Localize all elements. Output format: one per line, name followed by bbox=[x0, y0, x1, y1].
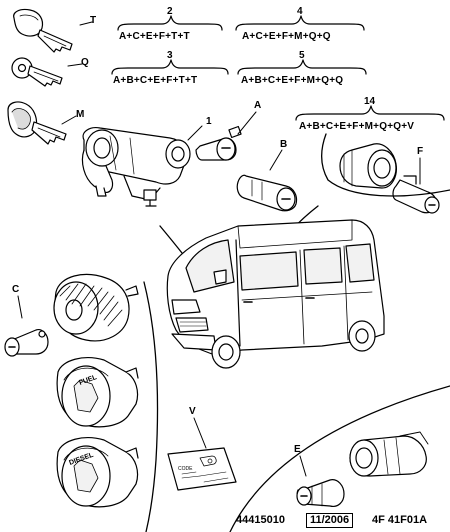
label-c: C bbox=[12, 284, 20, 295]
combo-4-number: 4 bbox=[297, 6, 303, 17]
key-q-icon bbox=[11, 57, 63, 87]
label-a: A bbox=[254, 100, 262, 111]
ignition-switch-icon bbox=[81, 127, 191, 207]
fuel-cap-body-icon bbox=[53, 273, 139, 342]
code-card-icon bbox=[167, 447, 237, 491]
combo-5-formula: A+B+C+E+F+M+Q+Q bbox=[241, 75, 344, 86]
label-e: E bbox=[294, 444, 301, 455]
label-v: V bbox=[189, 406, 196, 417]
combo-5-number: 5 bbox=[299, 50, 305, 61]
lock-ring-e-icon bbox=[349, 431, 429, 477]
key-m-icon bbox=[7, 101, 67, 145]
lock-barrel-a-icon bbox=[195, 125, 242, 161]
footer-code: 4F 41F01A bbox=[372, 514, 428, 526]
combo-4-formula: A+C+E+F+M+Q+Q bbox=[242, 31, 331, 42]
fuel-cap-icon bbox=[56, 357, 139, 428]
label-f: F bbox=[417, 146, 424, 157]
combo-14-formula: A+B+C+E+F+M+Q+Q+V bbox=[299, 121, 415, 132]
combo-2-formula: A+C+E+F+T+T bbox=[119, 31, 190, 42]
key-t-icon bbox=[13, 8, 73, 53]
van-icon bbox=[166, 219, 385, 369]
label-q: Q bbox=[81, 57, 89, 68]
lock-barrel-c-icon bbox=[4, 329, 49, 357]
lock-ring-14-icon bbox=[339, 143, 397, 189]
combo-3-number: 3 bbox=[167, 50, 173, 61]
combo-14-number: 14 bbox=[364, 96, 376, 107]
label-1: 1 bbox=[206, 116, 212, 127]
footer-ref: 44415010 bbox=[236, 514, 285, 526]
label-m: M bbox=[76, 109, 85, 120]
combo-2-number: 2 bbox=[167, 6, 173, 17]
label-t: T bbox=[90, 15, 97, 26]
footer-date: 11/2006 bbox=[306, 513, 354, 528]
diesel-cap-icon bbox=[56, 437, 139, 508]
lock-barrel-f-icon bbox=[392, 175, 440, 214]
leader-lines bbox=[17, 21, 421, 477]
combo-3-formula: A+B+C+E+F+T+T bbox=[113, 75, 198, 86]
label-b: B bbox=[280, 139, 288, 150]
lock-barrel-b-icon bbox=[236, 174, 298, 212]
lock-barrel-e-icon bbox=[296, 479, 345, 507]
card-code-text: CODE bbox=[178, 466, 193, 472]
formula-braces bbox=[111, 15, 445, 121]
